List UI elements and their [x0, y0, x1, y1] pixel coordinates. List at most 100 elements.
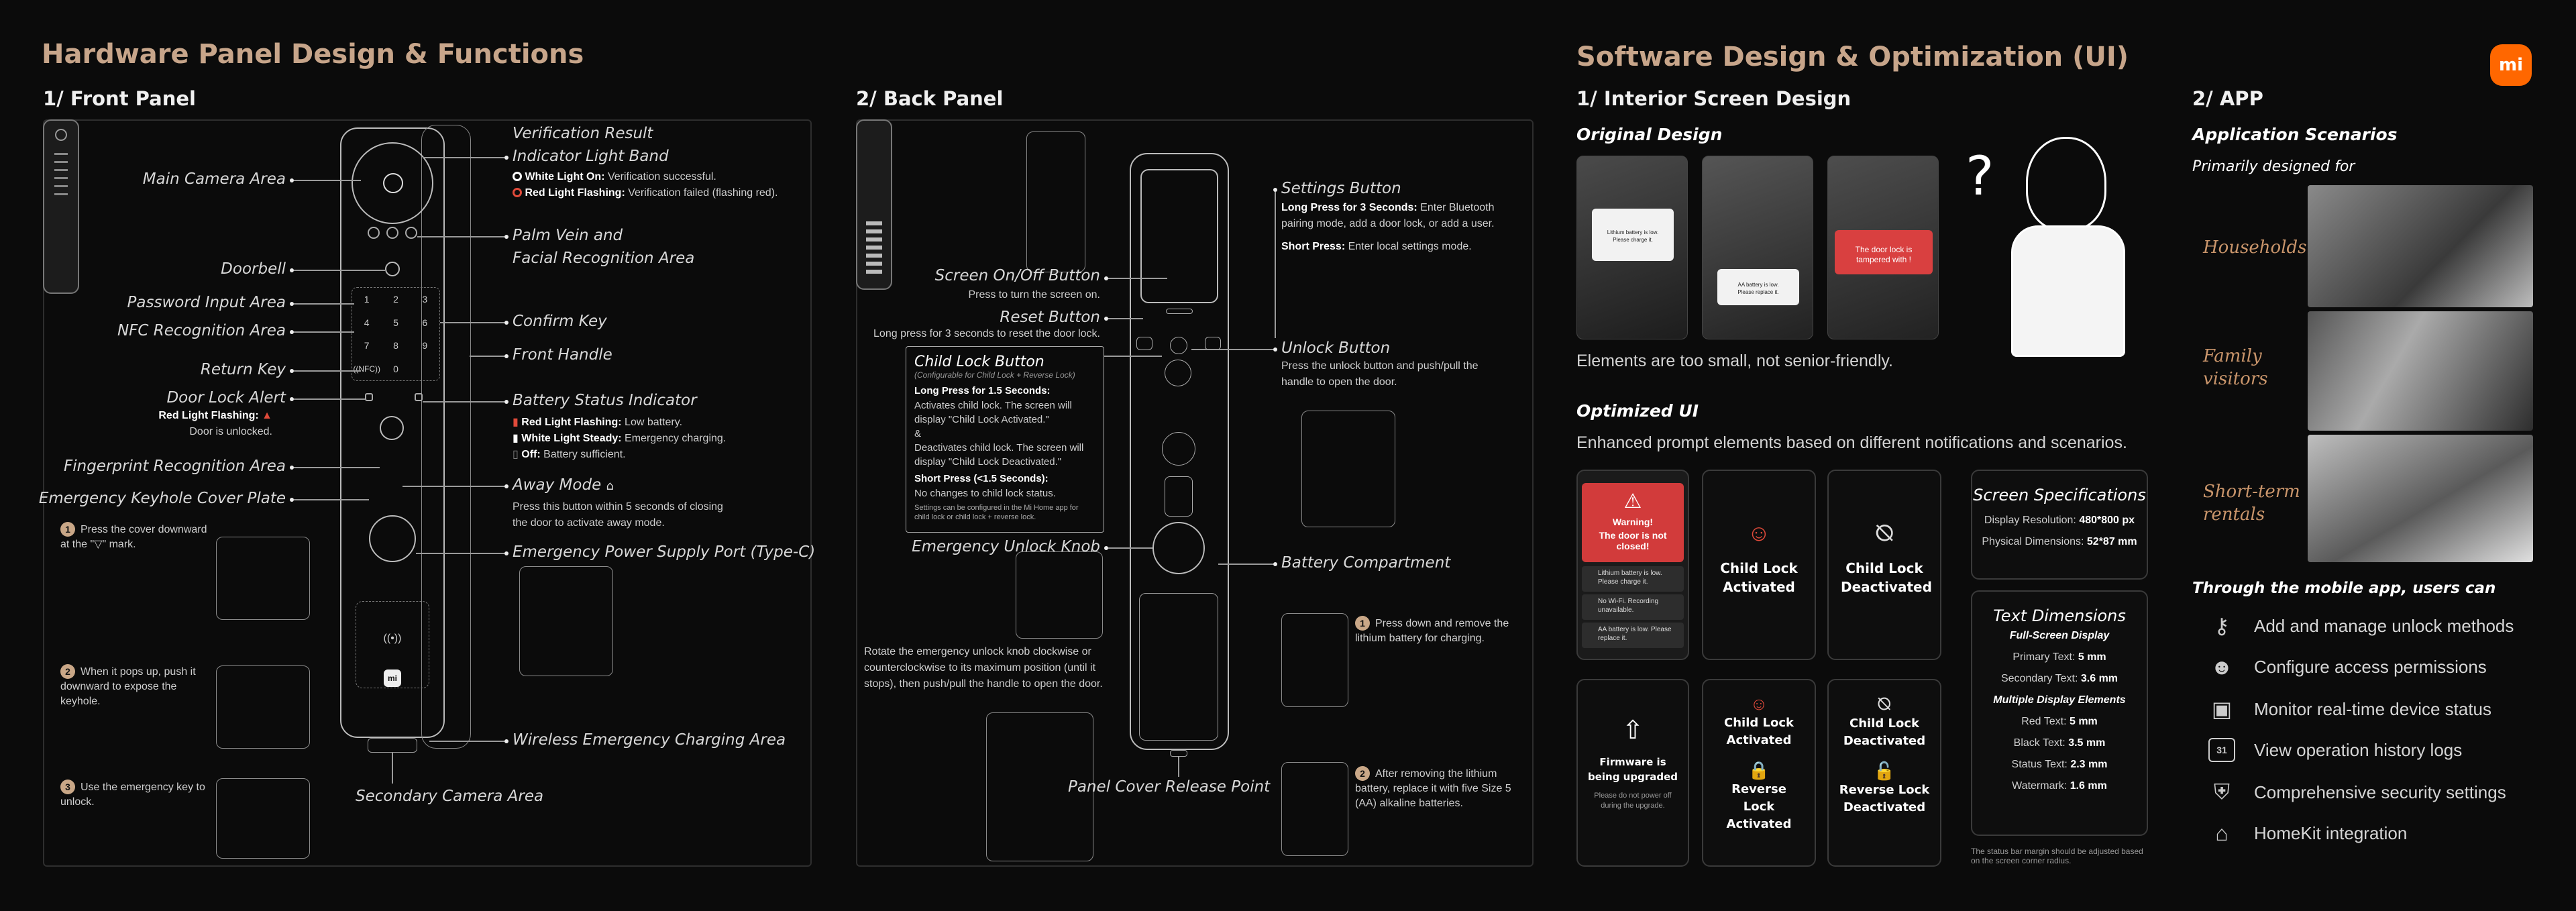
usb-plug-illustration	[519, 566, 613, 676]
door-alert-desc: Red Light Flashing: ▲ Door is unlocked.	[158, 408, 272, 440]
screen-specs-card: Screen Specifications Display Resolution…	[1971, 470, 2148, 580]
step-badge: 3	[60, 780, 75, 794]
settings-button[interactable]	[1205, 337, 1221, 350]
leader-line	[423, 401, 504, 403]
pointer-dot	[290, 302, 294, 306]
leader-line	[294, 499, 369, 500]
label-verify-1: Verification Result	[513, 125, 653, 142]
child-amp: &	[914, 428, 922, 439]
password-keypad[interactable]: 1 2 3 4 5 6 7 8 9 ((NFC)) 0	[352, 287, 440, 381]
label-doorbell: Doorbell	[221, 260, 286, 278]
leader-line	[440, 322, 504, 323]
profile-camera-icon	[55, 129, 67, 141]
card-child-lock-activated: ☺ Child Lock Activated	[1702, 470, 1816, 660]
keypad-key[interactable]: 1	[364, 294, 370, 305]
label-usb-port: Emergency Power Supply Port (Type-C)	[513, 543, 816, 561]
unlock-button[interactable]	[1165, 360, 1191, 386]
emergency-unlock-knob[interactable]	[1152, 522, 1205, 574]
screen-onoff-button[interactable]	[1166, 309, 1193, 314]
warning-list-item: No Wi-Fi. Recording unavailable.	[1582, 594, 1684, 620]
secondary-camera-module	[368, 738, 417, 753]
feature-row: ⚷ Add and manage unlock methods	[2208, 613, 2514, 639]
leader-line	[294, 303, 354, 305]
child-lock-off-icon: ⦰	[1877, 694, 1892, 714]
original-dialog: AA battery is low.Please replace it.	[1717, 269, 1799, 305]
spec-secondary: Secondary Text: 3.6 mm	[2000, 673, 2118, 684]
reset-button[interactable]	[1136, 337, 1152, 350]
pointer-dot	[290, 330, 294, 334]
leader-line	[1275, 192, 1276, 338]
back-lock-device	[1130, 153, 1229, 750]
pointer-dot	[1273, 188, 1277, 192]
warning-title: Warning!	[1612, 517, 1654, 527]
handle-detail-illustration	[1301, 411, 1395, 527]
battery-compartment[interactable]	[1139, 593, 1218, 741]
optimized-note: Enhanced prompt elements based on differ…	[1576, 433, 2127, 452]
child-short-desc: No changes to child lock status.	[914, 488, 1056, 499]
label-password: Password Input Area	[127, 294, 286, 311]
away-mode-icon: ⌂	[606, 479, 614, 493]
step-badge: 2	[1355, 766, 1370, 781]
hand-press-illustration	[216, 537, 310, 620]
label-knob: Emergency Unlock Knob	[912, 538, 1100, 555]
keypad-key[interactable]: 0	[393, 363, 398, 374]
keypad-key[interactable]: 8	[393, 340, 398, 351]
specs-title: Screen Specifications	[1973, 486, 2146, 504]
cover-release-point[interactable]	[1170, 750, 1187, 757]
emergency-keyhole-cover[interactable]	[369, 515, 416, 562]
child-lock-button[interactable]	[1170, 337, 1187, 354]
optimized-label: Optimized UI	[1576, 401, 1699, 421]
reverse-lock-on-icon: 🔒	[1748, 760, 1770, 780]
keypad-key[interactable]: 4	[364, 317, 370, 328]
reverse-lock-off-icon: 🔓	[1873, 761, 1896, 781]
upgrade-arrow-icon: ⇧	[1622, 716, 1644, 745]
label-wireless: Wireless Emergency Charging Area	[513, 731, 786, 749]
person-body	[2011, 225, 2125, 357]
card-title: Child Lock Deactivated	[1841, 560, 1932, 595]
fingerprint-sensor[interactable]	[380, 416, 404, 440]
card-child-lock-deactivated: ⦰ Child Lock Deactivated	[1827, 470, 1941, 660]
card-title: Reverse Lock Activated	[1726, 782, 1792, 831]
front-lock-device	[340, 127, 445, 738]
label-door-alert: Door Lock Alert	[166, 389, 286, 407]
keypad-key[interactable]: 6	[422, 317, 428, 328]
keypad-key[interactable]: 2	[393, 294, 398, 305]
card-title: Child Lock Activated	[1724, 716, 1794, 747]
leader-line	[1191, 349, 1273, 350]
spec-resolution: Display Resolution: 480*800 px	[1984, 515, 2135, 526]
leader-line	[294, 398, 365, 400]
full-screen-label: Full-Screen Display	[2009, 630, 2110, 641]
leader-line	[1218, 564, 1273, 565]
child-lock-title: Child Lock Button	[914, 354, 1044, 370]
pointer-dot	[290, 178, 294, 182]
firmware-title: Firmware is being upgraded	[1587, 756, 1678, 783]
warning-list-item: Lithium battery is low. Please charge it…	[1582, 566, 1684, 592]
spec-primary: Primary Text: 5 mm	[2012, 651, 2106, 663]
battery-white-icon: ▮	[513, 433, 519, 444]
keypad-key[interactable]: ((NFC))	[353, 364, 380, 374]
label-battery-status: Battery Status Indicator	[513, 392, 697, 409]
label-battery-compartment: Battery Compartment	[1281, 554, 1451, 572]
label-fingerprint: Fingerprint Recognition Area	[64, 458, 286, 475]
keypad-key[interactable]: 7	[364, 340, 370, 351]
spec-status: Status Text: 2.3 mm	[2011, 759, 2108, 770]
keypad-key[interactable]: 9	[422, 340, 428, 351]
child-lock-on-icon: ☺	[1750, 694, 1768, 714]
warning-message: The door is not closed!	[1599, 530, 1667, 551]
pointer-dot	[504, 156, 508, 160]
label-unlock: Unlock Button	[1281, 339, 1391, 357]
keypad-key[interactable]	[411, 358, 439, 381]
nfc-chip-icon: ((•))	[383, 633, 402, 644]
doorbell-button[interactable]	[385, 262, 400, 276]
keypad-key[interactable]: 3	[422, 294, 428, 305]
knob-turn-illustration	[1016, 551, 1103, 639]
keypad-key[interactable]: 5	[393, 317, 398, 328]
leader-line	[294, 180, 361, 181]
original-screen-1: Lithium battery is low.Please charge it.	[1576, 156, 1688, 339]
feature-row: ⛨ Comprehensive security settings	[2208, 780, 2506, 805]
spec-dimensions: Physical Dimensions: 52*87 mm	[1982, 536, 2137, 547]
